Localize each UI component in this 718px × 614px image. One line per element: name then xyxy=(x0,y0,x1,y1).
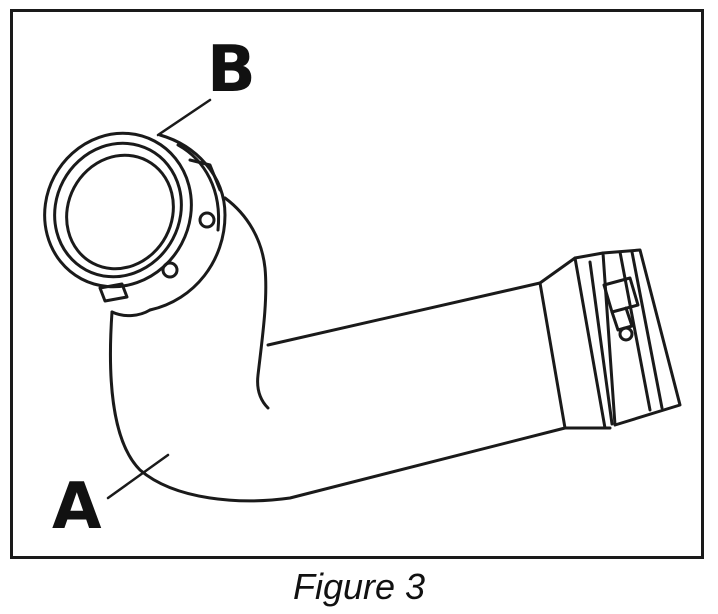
figure-caption: Figure 3 xyxy=(292,566,426,607)
figure-frame xyxy=(10,9,704,559)
leader-line-a xyxy=(106,453,170,500)
elbow-pipe-body xyxy=(108,196,567,503)
ring-fitting xyxy=(43,131,227,318)
leader-line-b xyxy=(156,98,212,137)
label-b: B xyxy=(207,33,256,107)
right-coupling xyxy=(538,248,682,430)
label-a: A xyxy=(52,470,102,544)
